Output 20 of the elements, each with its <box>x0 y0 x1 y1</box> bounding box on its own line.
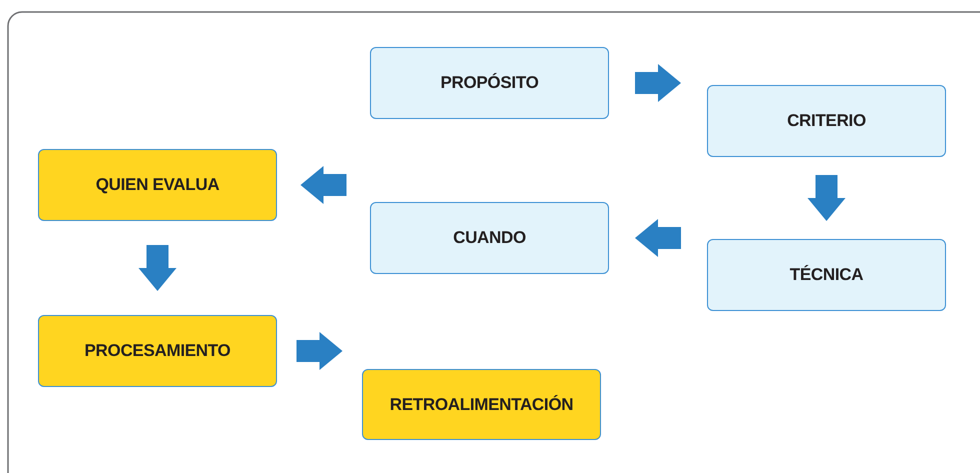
process-box <box>38 149 277 221</box>
block-arrow <box>296 332 342 370</box>
process-box <box>707 239 946 311</box>
block-arrow <box>635 219 681 257</box>
box-label: CUANDO <box>453 228 526 248</box>
block-arrow <box>138 245 176 291</box>
process-box <box>370 47 609 119</box>
block-arrow <box>808 175 846 221</box>
process-box <box>370 202 609 274</box>
block-arrow <box>635 64 681 102</box>
box-label: PROPÓSITO <box>440 73 539 93</box>
box-label: CRITERIO <box>787 111 866 131</box>
box-label: PROCESAMIENTO <box>84 341 230 361</box>
box-label: QUIEN EVALUA <box>96 175 220 195</box>
block-arrow <box>300 166 346 204</box>
process-box <box>362 369 601 440</box>
process-box <box>38 315 277 387</box>
box-label: TÉCNICA <box>790 265 864 285</box>
box-label: RETROALIMENTACIÓN <box>390 394 574 414</box>
process-box <box>707 85 946 157</box>
